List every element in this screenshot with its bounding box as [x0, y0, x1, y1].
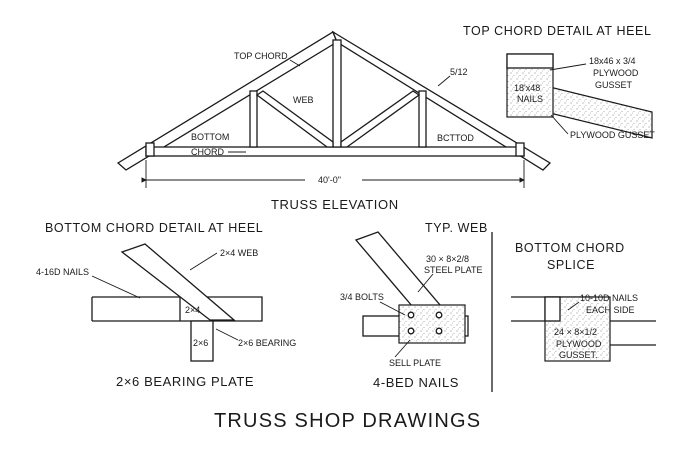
top-chord-heel-detail: TOP CHORD DETAIL AT HEEL 18'x48 NAILS 18…: [463, 24, 655, 140]
typ-web-caption: 4-BED NAILS: [373, 375, 459, 390]
span-dimension: 40'-0": [318, 175, 341, 185]
sell-plate-leader: [394, 339, 411, 358]
typical-web-detail: TYP. WEB 30 × 8×2/8 STEEL PLATE 3/4 BOLT…: [340, 221, 488, 390]
drawing-title: TRUSS SHOP DRAWINGS: [214, 410, 481, 432]
bottom-chord-right-label: BCTTOD: [437, 133, 474, 143]
bottom-heel-post: [190, 320, 214, 362]
bottom-chord-label-line2: CHORD: [191, 147, 224, 157]
bottom-chord-heel-detail: BOTTOM CHORD DETAIL AT HEEL 2×4 WEB 4-16…: [36, 221, 296, 389]
bolts-label: 3/4 BOLTS: [340, 292, 384, 302]
steel-plate-line1: 30 × 8×2/8: [426, 254, 469, 264]
gusset-size-leader: [549, 63, 587, 71]
web-post-right: [418, 90, 427, 148]
bottom-heel-chord: [92, 296, 263, 322]
bolt-2: [435, 311, 443, 319]
splice-gusset-line3: GUSSET.: [559, 350, 598, 360]
top-chord-right: [331, 30, 552, 171]
top-chord-label: TOP CHORD: [234, 51, 288, 61]
pitch-leader: [437, 75, 451, 87]
gusset-size-line1: 18x46 x 3/4: [589, 56, 636, 66]
bottom-heel-nails-label: 4-16D NAILS: [36, 267, 89, 277]
center-web-post: [332, 39, 342, 148]
heel-nails-line2: NAILS: [517, 94, 543, 104]
top-chord-leader: [289, 59, 301, 67]
typ-web-steel-plate: [398, 304, 466, 344]
splice-nails-line2: EACH SIDE: [586, 305, 635, 315]
plywood-gusset-leader: [550, 114, 569, 135]
bottom-heel-post-label: 2×6: [193, 338, 208, 348]
steel-plate-leader: [417, 273, 434, 293]
bottom-heel-caption: 2×6 BEARING PLATE: [116, 374, 254, 389]
bolts-leader: [379, 301, 406, 316]
bottom-heel-bearing-label: 2×6 BEARING: [238, 338, 296, 348]
bolt-4: [435, 327, 443, 335]
splice-gusset-line1: 24 × 8×1/2: [554, 327, 597, 337]
gusset-size-line3: GUSSET: [595, 80, 633, 90]
elevation-caption: TRUSS ELEVATION: [271, 197, 399, 212]
bolt-1: [407, 311, 415, 319]
bottom-heel-web-leader: [189, 252, 218, 271]
web-diagonal-right: [340, 90, 421, 148]
bottom-heel-web-label: 2×4 WEB: [220, 248, 258, 258]
steel-plate-line2: STEEL PLATE: [424, 265, 483, 275]
pitch-label: 5/12: [450, 67, 468, 77]
bottom-heel-nails-leader: [91, 275, 141, 299]
splice-title-line2: SPLICE: [547, 258, 595, 272]
plywood-gusset-label: PLYWOOD GUSSET: [570, 130, 655, 140]
truss-elevation: TOP CHORD WEB 5/12 BOTTOM CHORD BCTTOD 4…: [116, 30, 552, 212]
heel-block-right: [515, 142, 525, 157]
heel-block-left: [145, 142, 155, 157]
bottom-heel-web: [120, 243, 236, 321]
heel-gusset-top-band: [506, 53, 554, 69]
heel-detail-title: TOP CHORD DETAIL AT HEEL: [463, 24, 652, 38]
splice-gusset-line2: PLYWOOD: [556, 339, 602, 349]
web-post-left: [249, 90, 258, 148]
sell-plate-label: SELL PLATE: [389, 358, 441, 368]
splice-nails-line1: 10-10D NAILS: [580, 293, 638, 303]
typ-web-title: TYP. WEB: [425, 221, 488, 235]
heel-nails-line1: 18'x48: [514, 83, 540, 93]
splice-gusset-top: [544, 296, 561, 322]
bottom-heel-member-label: 2×4: [185, 305, 200, 315]
web-label: WEB: [293, 95, 314, 105]
gusset-size-line2: PLYWOOD: [593, 68, 639, 78]
bottom-chord-label-line1: BOTTOM: [191, 132, 229, 142]
bottom-chord-splice-detail: BOTTOM CHORD SPLICE 10-10D NAILS EACH SI…: [511, 241, 656, 362]
web-diagonal-left: [255, 90, 334, 148]
bottom-heel-title: BOTTOM CHORD DETAIL AT HEEL: [45, 221, 263, 235]
splice-nails-leader: [567, 301, 580, 311]
splice-title-line1: BOTTOM CHORD: [515, 241, 625, 255]
bolt-3: [407, 327, 415, 335]
bottom-heel-bearing-leader: [215, 328, 239, 341]
